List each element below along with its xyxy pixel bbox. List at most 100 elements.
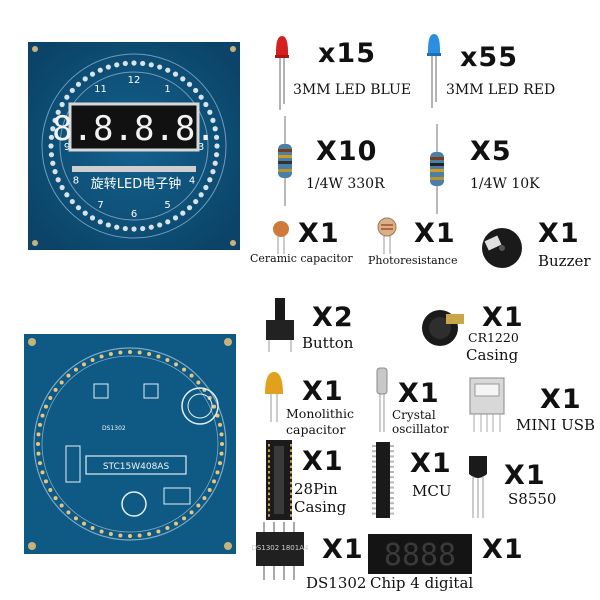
4-digit-display-image: 8888 [368,534,472,574]
cr1220-label-1: CR1220 [468,330,519,345]
back-pad [99,354,104,359]
monolithic-cap-qty: X1 [302,376,344,407]
back-pad [147,531,152,536]
led-pad [165,219,171,225]
back-pad [212,479,217,484]
socket-pin [268,487,270,490]
back-pad [212,404,217,409]
led-pad [148,62,154,68]
socket-pin [290,503,292,506]
led-pad [186,205,193,211]
photoresistor-image [374,216,400,254]
clock-number: 3 [198,142,204,153]
socket-pin [290,465,292,469]
led-pad [131,226,137,232]
back-pad [207,488,212,492]
clock-number: 4 [189,176,195,187]
led-pad [97,219,103,225]
mcu-pin [372,497,376,499]
back-rtc-label: DS1302 [102,425,126,432]
mcu-pin [390,471,394,473]
back-pad [202,496,207,501]
socket-pin [268,444,270,447]
s8550-transistor-image [466,452,490,518]
back-pad [174,362,178,367]
led-pad [122,225,128,232]
mcu-pin [390,476,394,479]
socket-pin [268,449,270,452]
led-pad [105,64,111,70]
led-pad [105,222,111,228]
led-pad [52,169,58,175]
ceramic-capacitor-image [268,218,294,254]
socket-pin [290,454,292,458]
led-pad [193,87,199,94]
led-pad [50,126,56,132]
socket-pin [268,460,270,463]
back-chip-label: STC15W408AS [103,462,170,472]
back-pad [66,373,71,378]
back-pad [43,479,48,484]
back-pad [219,451,224,456]
back-pad [59,503,64,508]
back-pad [73,367,78,372]
led-pad [198,94,204,100]
led-pad [210,117,216,123]
button-qty: X2 [312,302,354,333]
back-pad [156,354,161,359]
mcu-pin [390,445,394,447]
led-pad [64,192,70,198]
svg-text:8888: 8888 [384,538,456,573]
led-pad [55,177,61,183]
led-pad [59,101,65,108]
ds1302-marking: DS1302 1801A4 [252,544,308,552]
led-blue-label: 3MM LED RED [446,82,556,98]
mcu-pin [390,481,394,484]
mcu-pin [372,512,376,515]
led-red-qty: x15 [318,38,376,69]
socket-pin [268,481,270,485]
back-pad [53,496,58,501]
led-blue-qty: x55 [460,42,518,73]
back-pad [189,373,194,378]
led-pad [172,71,179,77]
mcu-pin [390,502,394,505]
back-pad [82,362,86,367]
led-pad [82,76,88,82]
clock-number: 5 [164,200,170,211]
socket-pin [268,471,270,474]
led-pad [82,210,88,216]
mcu-chip-image [372,440,394,520]
crystal-qty: X1 [398,378,440,409]
led-pad [50,160,56,166]
socket-pin [268,514,270,517]
back-pad [220,442,224,446]
monolithic-cap-label-2: capacitor [286,422,346,437]
mcu-pin [372,471,376,473]
display-digits: 8.8.8.8. [52,109,216,149]
mcu-pin [372,465,376,468]
res-10k-qty: X5 [470,136,512,167]
led-pad [207,109,213,115]
clock-number: 6 [131,209,137,220]
mcu-pin [372,481,376,484]
back-pad [182,367,187,372]
back-pad [137,533,142,538]
back-pad [217,422,222,427]
led-pad [165,67,171,73]
mcu-pin [390,491,394,494]
resistor-330-image [274,116,296,206]
led-pad [64,94,70,100]
back-pad [174,521,178,526]
back-pad [38,461,43,466]
push-button-image [262,296,298,354]
mcu-pin [372,455,376,458]
back-pad [215,470,220,475]
s8550-qty: X1 [504,460,546,491]
led-pad [213,134,220,140]
led-pad [157,222,163,228]
back-pad [137,350,142,355]
socket-pin [290,481,292,485]
back-pad [40,470,45,475]
crystal-oscillator-image [374,366,390,432]
